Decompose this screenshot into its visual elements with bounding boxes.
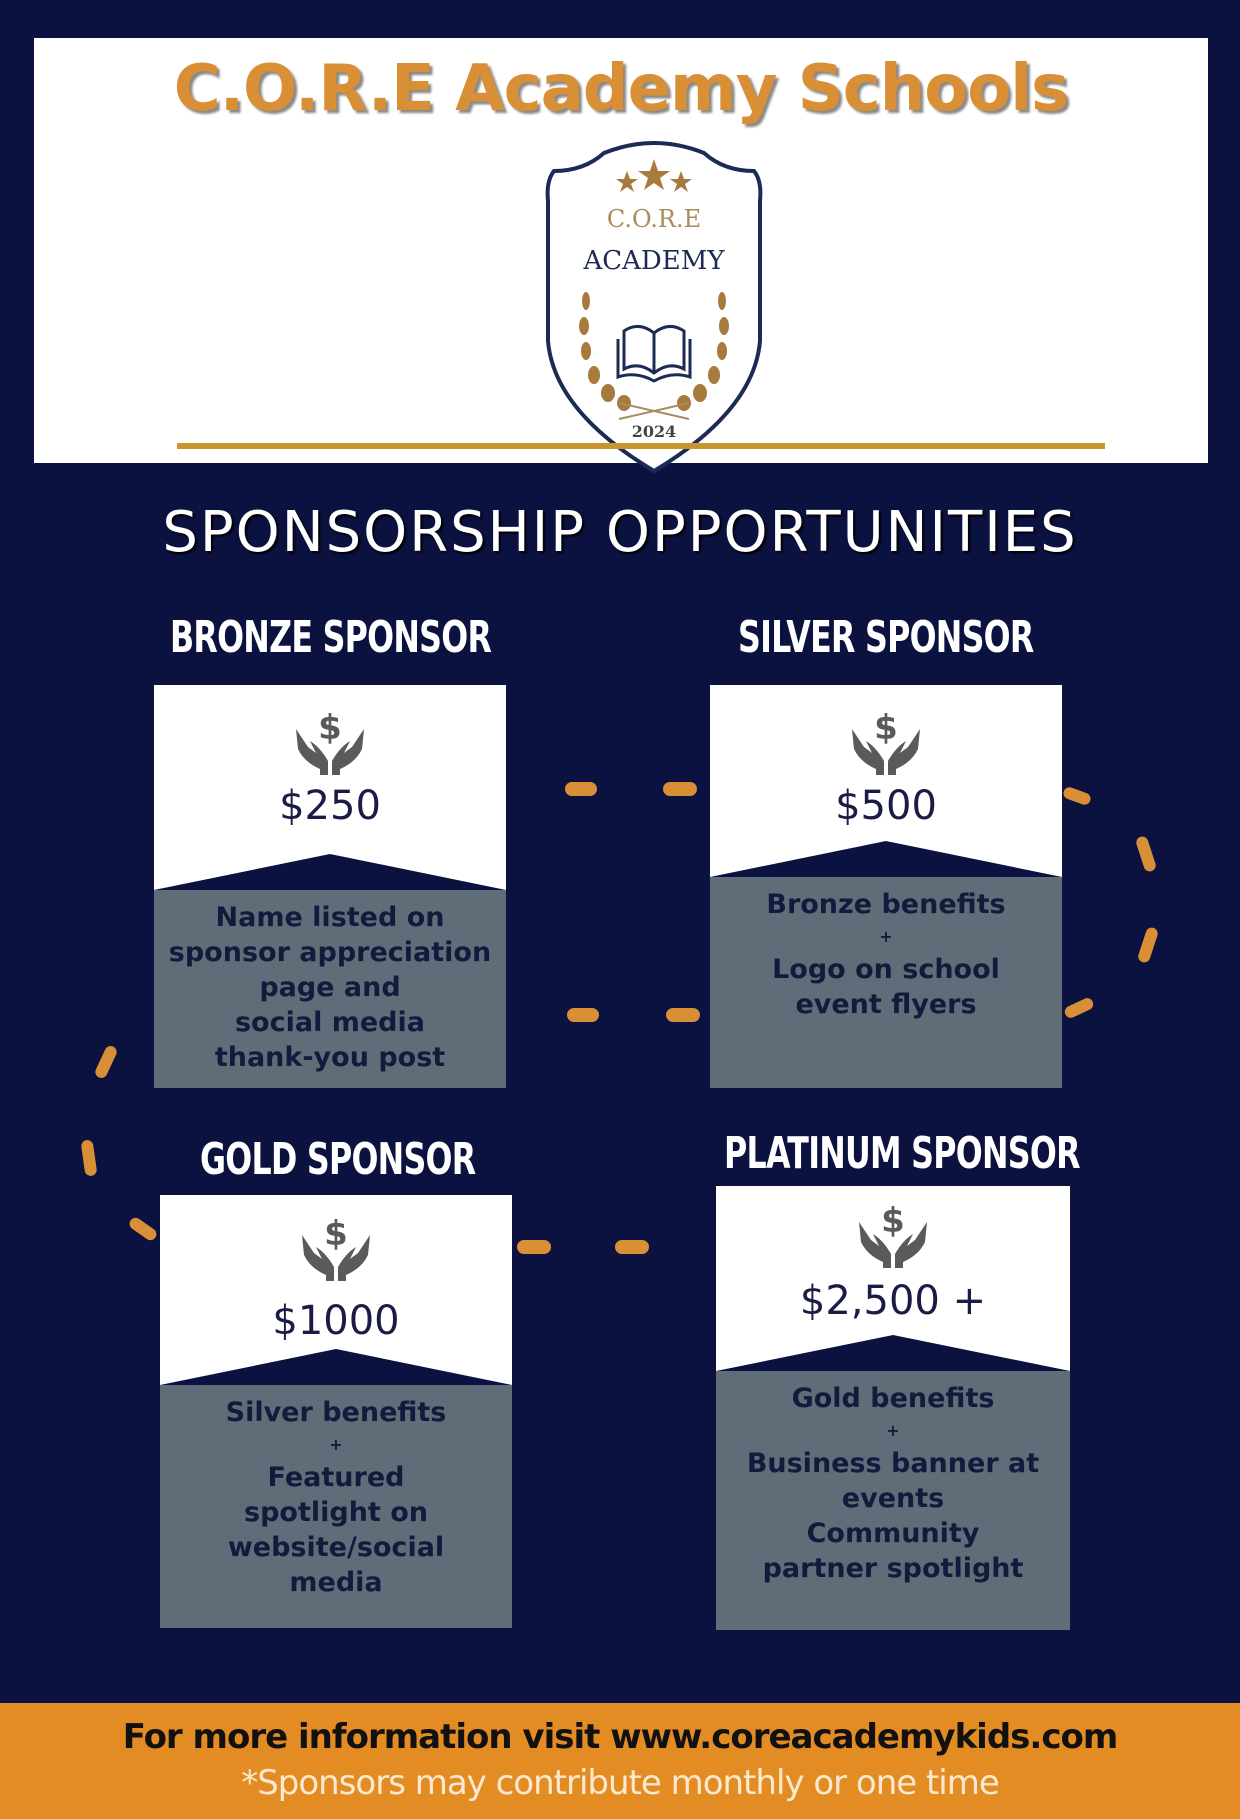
header-banner: C.O.R.E Academy Schools C.O.R.E ACADEMY … — [34, 38, 1208, 474]
benefit-line: thank-you post — [214, 1042, 446, 1073]
crest-line2: ACADEMY — [582, 246, 725, 276]
svg-text:$: $ — [874, 708, 898, 748]
benefit-line: Community — [806, 1518, 980, 1549]
benefit-line: Silver benefits — [225, 1397, 447, 1428]
tier-benefits: Gold benefits + Business banner at event… — [716, 1371, 1070, 1630]
chevron-divider — [716, 1335, 1070, 1371]
benefit-line: media — [289, 1567, 383, 1598]
benefit-line: event flyers — [795, 989, 977, 1020]
open-book-icon — [616, 325, 692, 383]
benefit-line: Business banner at — [746, 1448, 1040, 1479]
tier-title-gold: GOLD SPONSOR — [200, 1134, 476, 1185]
plus-sign: + — [886, 1421, 900, 1440]
svg-text:$: $ — [318, 708, 342, 748]
tier-card-bronze: $ $250 Name listed on sponsor appreciati… — [154, 685, 506, 1088]
money-hands-icon: $ — [852, 708, 920, 775]
benefit-line: website/social — [227, 1532, 445, 1563]
benefit-line: Logo on school — [772, 954, 1000, 985]
tier-price: $2,500 + — [799, 1278, 987, 1324]
money-hands-icon: $ — [859, 1201, 927, 1268]
benefit-line: sponsor appreciation — [168, 937, 492, 968]
footer-note: *Sponsors may contribute monthly or one … — [241, 1763, 1000, 1803]
chevron-divider — [710, 841, 1062, 877]
tier-title-platinum: PLATINUM SPONSOR — [724, 1128, 1080, 1179]
laurel-wreath-icon — [579, 292, 729, 411]
school-title: C.O.R.E Academy Schools — [173, 52, 1070, 126]
benefit-line: events — [841, 1483, 945, 1514]
benefit-line: spotlight on — [244, 1497, 428, 1528]
plus-sign: + — [879, 927, 893, 946]
tier-title-bronze: BRONZE SPONSOR — [170, 612, 492, 663]
tier-title-silver: SILVER SPONSOR — [738, 612, 1034, 663]
money-hands-icon: $ — [302, 1214, 370, 1281]
svg-text:$: $ — [881, 1201, 905, 1241]
divider-rule — [177, 443, 1105, 449]
crest-year: 2024 — [632, 422, 677, 441]
benefit-line: partner spotlight — [762, 1553, 1024, 1584]
star-icon — [616, 159, 692, 192]
benefit-line: page and — [259, 972, 401, 1003]
benefit-line: social media — [234, 1007, 425, 1038]
tier-card-platinum: $ $2,500 + Gold benefits + Business bann… — [716, 1186, 1070, 1630]
tier-card-silver: $ $500 Bronze benefits + Logo on school … — [710, 685, 1062, 1088]
tier-card-gold: $ $1000 Silver benefits + Featured spotl… — [160, 1195, 512, 1628]
tier-benefits: Name listed on sponsor appreciation page… — [154, 890, 506, 1088]
tier-benefits: Bronze benefits + Logo on school event f… — [710, 877, 1062, 1088]
tier-benefits: Silver benefits + Featured spotlight on … — [160, 1385, 512, 1628]
benefit-line: Name listed on — [215, 902, 445, 933]
benefit-line: Gold benefits — [791, 1383, 995, 1414]
crest-line1: C.O.R.E — [607, 205, 701, 233]
section-title: SPONSORSHIP OPPORTUNITIES — [162, 500, 1078, 565]
svg-text:$: $ — [324, 1214, 348, 1254]
academy-crest-icon: C.O.R.E ACADEMY 2024 — [545, 141, 763, 474]
tier-price: $250 — [279, 783, 381, 829]
benefit-line: Bronze benefits — [766, 889, 1006, 920]
footer-banner: For more information visit www.coreacade… — [0, 1703, 1240, 1819]
benefit-line: Featured — [267, 1462, 405, 1493]
money-hands-icon: $ — [296, 708, 364, 775]
tier-price: $1000 — [272, 1298, 400, 1344]
footer-info-link[interactable]: For more information visit www.coreacade… — [122, 1717, 1119, 1757]
chevron-divider — [154, 854, 506, 890]
plus-sign: + — [329, 1435, 343, 1454]
tier-price: $500 — [835, 783, 937, 829]
chevron-divider — [160, 1349, 512, 1385]
